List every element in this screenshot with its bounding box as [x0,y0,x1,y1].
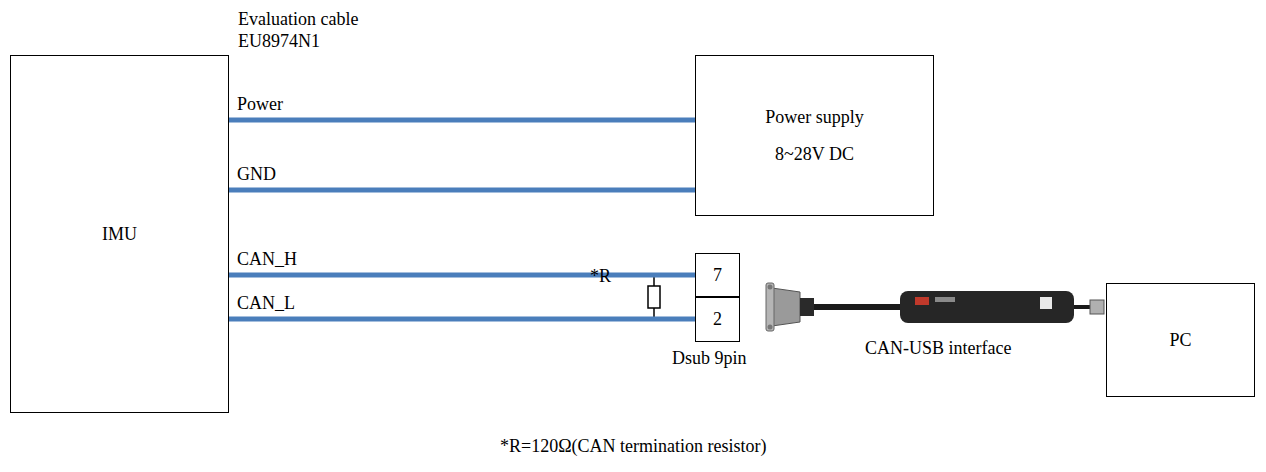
signal-name: GND [235,164,278,186]
dsub-pin-box: 2 [695,297,740,342]
node-text: IMU [102,223,137,246]
resistor-symbol [648,275,660,319]
can-usb-interface-picture [766,283,1104,331]
node-text: PC [1169,329,1191,352]
signal-name: Power [235,94,285,116]
resistor-label: *R [590,266,611,288]
imu-box: IMU [10,55,229,413]
connector-label: Dsub 9pin [672,348,747,370]
node-text: 2 [713,308,722,331]
cable-wire [229,317,695,322]
signal-name: CAN_H [235,249,299,271]
power-supply-box: Power supply 8~28V DC [695,55,934,216]
pc-box: PC [1106,283,1255,397]
node-text: 7 [713,264,722,287]
node-text: 8~28V DC [775,143,854,166]
cable-name: Evaluation cable [238,9,358,31]
cable-part-number: EU8974N1 [238,31,320,53]
dsub-pin-box: 7 [695,253,740,297]
signal-name: CAN_L [235,293,297,315]
cable-wire [229,188,695,193]
cable-wire [229,118,695,123]
interface-label: CAN-USB interface [865,338,1011,360]
connector-layer [229,120,695,319]
resistor-note: *R=120Ω(CAN termination resistor) [500,436,767,458]
cable-wire [229,273,695,278]
node-text: Power supply [765,106,864,129]
